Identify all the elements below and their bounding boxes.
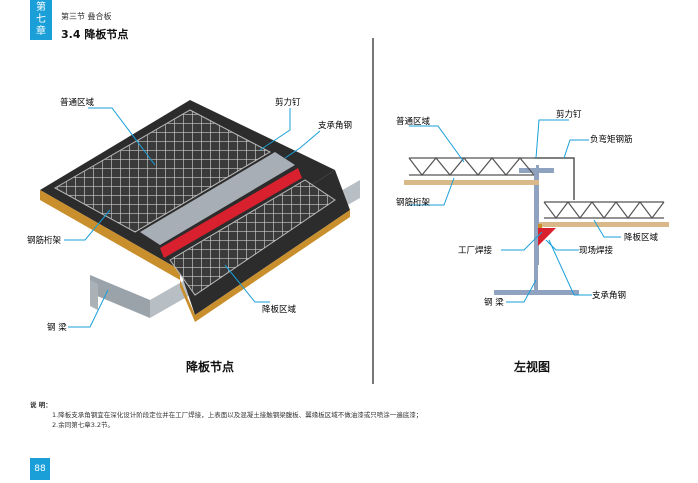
upper-slab — [404, 180, 539, 185]
label-shear-stud: 剪力钉 — [556, 109, 582, 120]
left-figure-labels: 普通区域 剪力钉 支承角钢 钢筋桁架 降板区域 钢 梁 — [27, 97, 352, 333]
page-number: 88 — [30, 458, 50, 480]
label-support-angle: 支承角钢 — [318, 120, 352, 131]
support-angle — [538, 228, 556, 246]
label-shear-stud: 剪力钉 — [275, 97, 301, 108]
label-common-zone: 普通区域 — [396, 116, 431, 127]
label-beam: 钢 梁 — [484, 297, 504, 308]
chapter-tab: 第 七 章 — [30, 0, 52, 40]
right-figure-title: 左视图 — [514, 360, 551, 374]
label-support-angle: 支承角钢 — [592, 290, 626, 301]
page-heading: 3.4 降板节点 — [61, 28, 129, 41]
label-lowered-zone: 降板区域 — [624, 232, 659, 243]
label-factory-weld: 工厂焊接 — [458, 245, 493, 256]
vertical-divider — [372, 38, 374, 384]
label-truss: 钢筋桁架 — [396, 197, 431, 208]
chapter-tab-char: 第 — [36, 2, 46, 13]
label-neg-moment-rebar: 负弯矩钢筋 — [590, 134, 633, 145]
lowered-slab-3d-illustration — [40, 100, 360, 322]
steel-beam — [90, 275, 150, 318]
notes: 说 明： 1.降板支承角钢宜在深化设计阶段定位并在工厂焊接，上表面以及混凝土接触… — [30, 400, 422, 430]
lower-slab — [539, 222, 669, 227]
label-site-weld: 现场焊接 — [579, 245, 614, 256]
support-angle — [160, 168, 302, 258]
chapter-tab-char: 七 — [36, 14, 46, 25]
chapter-tab-char: 章 — [36, 26, 46, 37]
right-figure-labels: 普通区域 剪力钉 负弯矩钢筋 钢筋桁架 工厂焊接 现场焊接 降板区域 钢 梁 支… — [396, 109, 659, 308]
neg-moment-rebar — [534, 157, 575, 200]
side-view-diagram — [404, 119, 669, 303]
section-title: 第三节 叠合板 — [61, 12, 112, 21]
label-beam: 钢 梁 — [47, 322, 67, 333]
note-item: 2.余同第七章3.2节。 — [52, 421, 115, 429]
label-lowered-zone: 降板区域 — [262, 304, 297, 315]
note-item: 1.降板支承角钢宜在深化设计阶段定位并在工厂焊接，上表面以及混凝土接触钢梁腹板、… — [52, 411, 423, 419]
label-common-zone: 普通区域 — [60, 97, 95, 108]
label-truss: 钢筋桁架 — [27, 235, 62, 246]
notes-label: 说 明： — [30, 401, 52, 409]
left-figure-title: 降板节点 — [186, 360, 235, 374]
